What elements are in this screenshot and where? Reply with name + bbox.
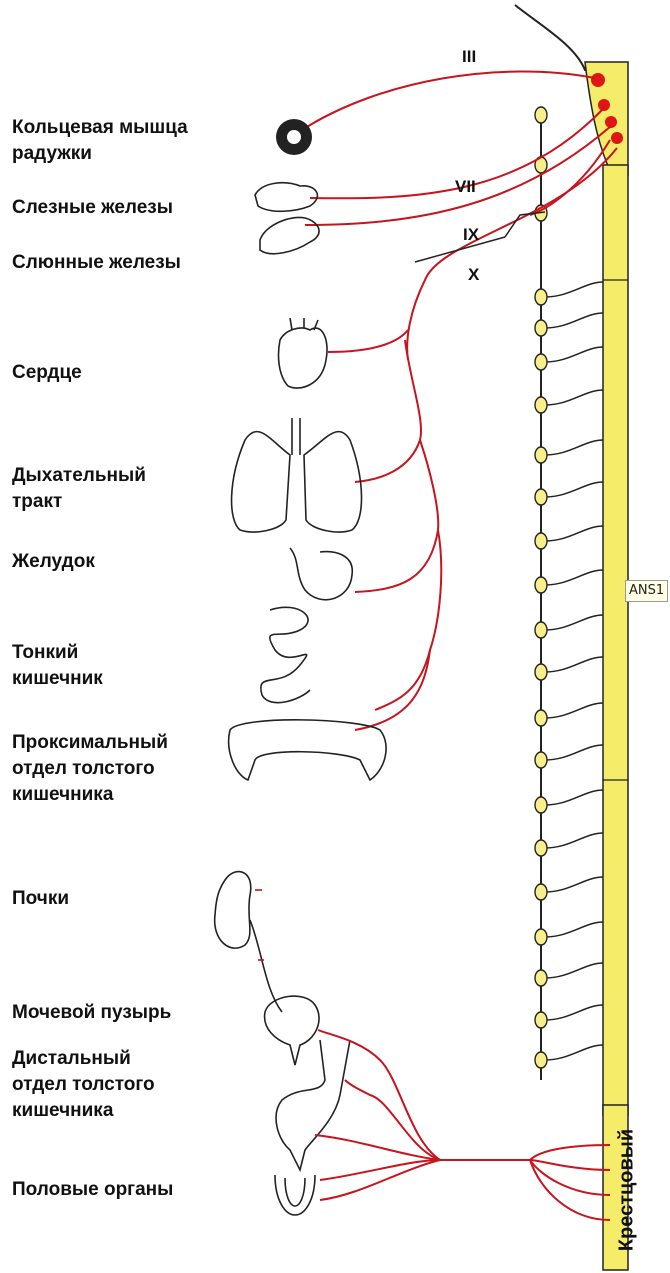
label-salivary: Слюнные железы	[12, 250, 181, 276]
organ-lacrimal	[255, 183, 317, 212]
ramus-line	[545, 482, 603, 497]
chain-ganglia	[535, 107, 603, 1068]
chain-ganglion	[535, 320, 547, 336]
label-kidney: Почки	[12, 886, 69, 912]
chain-ganglion	[535, 929, 547, 945]
chain-ganglion	[535, 489, 547, 505]
ramus-line	[545, 877, 603, 892]
chain-ganglion	[535, 664, 547, 680]
chain-ganglion	[535, 354, 547, 370]
chain-ganglion	[535, 752, 547, 768]
nerve-label-ix: IX	[463, 225, 480, 244]
ramus-line	[545, 390, 603, 405]
ramus-line	[545, 922, 603, 937]
label-stomach: Желудок	[12, 549, 95, 575]
ramus-line	[545, 790, 603, 805]
pelvic-nerves	[315, 1030, 610, 1220]
ramus-line	[545, 833, 603, 848]
spinal-cord	[603, 165, 628, 1115]
chain-ganglion	[535, 1012, 547, 1028]
ramus-line	[545, 963, 603, 978]
organ-bladder	[265, 996, 319, 1065]
chain-ganglion	[535, 577, 547, 593]
brainstem-outline	[515, 5, 603, 70]
ramus-line	[545, 657, 603, 672]
ramus-line	[545, 1005, 603, 1020]
ramus-line	[545, 526, 603, 541]
chain-ganglion	[535, 533, 547, 549]
chain-ganglion	[535, 622, 547, 638]
chain-ganglion	[535, 289, 547, 305]
organ-salivary	[260, 217, 319, 253]
organ-genitals	[275, 1175, 315, 1215]
ramus-line	[545, 615, 603, 630]
chain-ganglion	[535, 107, 547, 123]
organ-distal-colon	[276, 1040, 350, 1170]
ans1-tag: ANS1	[625, 580, 668, 602]
ramus-line	[545, 703, 603, 718]
ramus-line	[545, 313, 603, 328]
chain-ganglion	[535, 840, 547, 856]
nerve-label-iii: III	[462, 47, 476, 66]
organ-stomach	[290, 548, 352, 600]
label-lacrimal: Слезные железы	[12, 195, 173, 221]
sacral-label: Крестцовый	[613, 1115, 641, 1265]
ramus-line	[545, 347, 603, 362]
chain-ganglion	[535, 1052, 547, 1068]
ramus-line	[545, 282, 603, 297]
chain-ganglion	[535, 397, 547, 413]
nerve-label-vii: VII	[455, 177, 476, 196]
organ-kidney	[215, 872, 282, 1012]
chain-ganglion	[535, 884, 547, 900]
cranial-nerves	[302, 71, 617, 360]
chain-ganglion	[535, 797, 547, 813]
ramus-line	[545, 745, 603, 760]
label-heart: Сердце	[12, 360, 82, 386]
ramus-line	[545, 570, 603, 585]
organ-lungs	[232, 418, 362, 532]
label-bladder: Мочевой пузырь	[12, 1000, 171, 1026]
organ-heart	[279, 318, 328, 388]
chain-ganglion	[535, 710, 547, 726]
nerve-label-x: X	[468, 265, 480, 284]
label-genitals: Половые органы	[12, 1177, 173, 1203]
chain-ganglion	[535, 447, 547, 463]
ramus-line	[545, 440, 603, 455]
chain-ganglion	[535, 970, 547, 986]
organ-iris	[276, 119, 312, 155]
vagus-branches	[328, 330, 441, 730]
organ-small-intestine	[261, 607, 310, 702]
ramus-line	[545, 1045, 603, 1060]
